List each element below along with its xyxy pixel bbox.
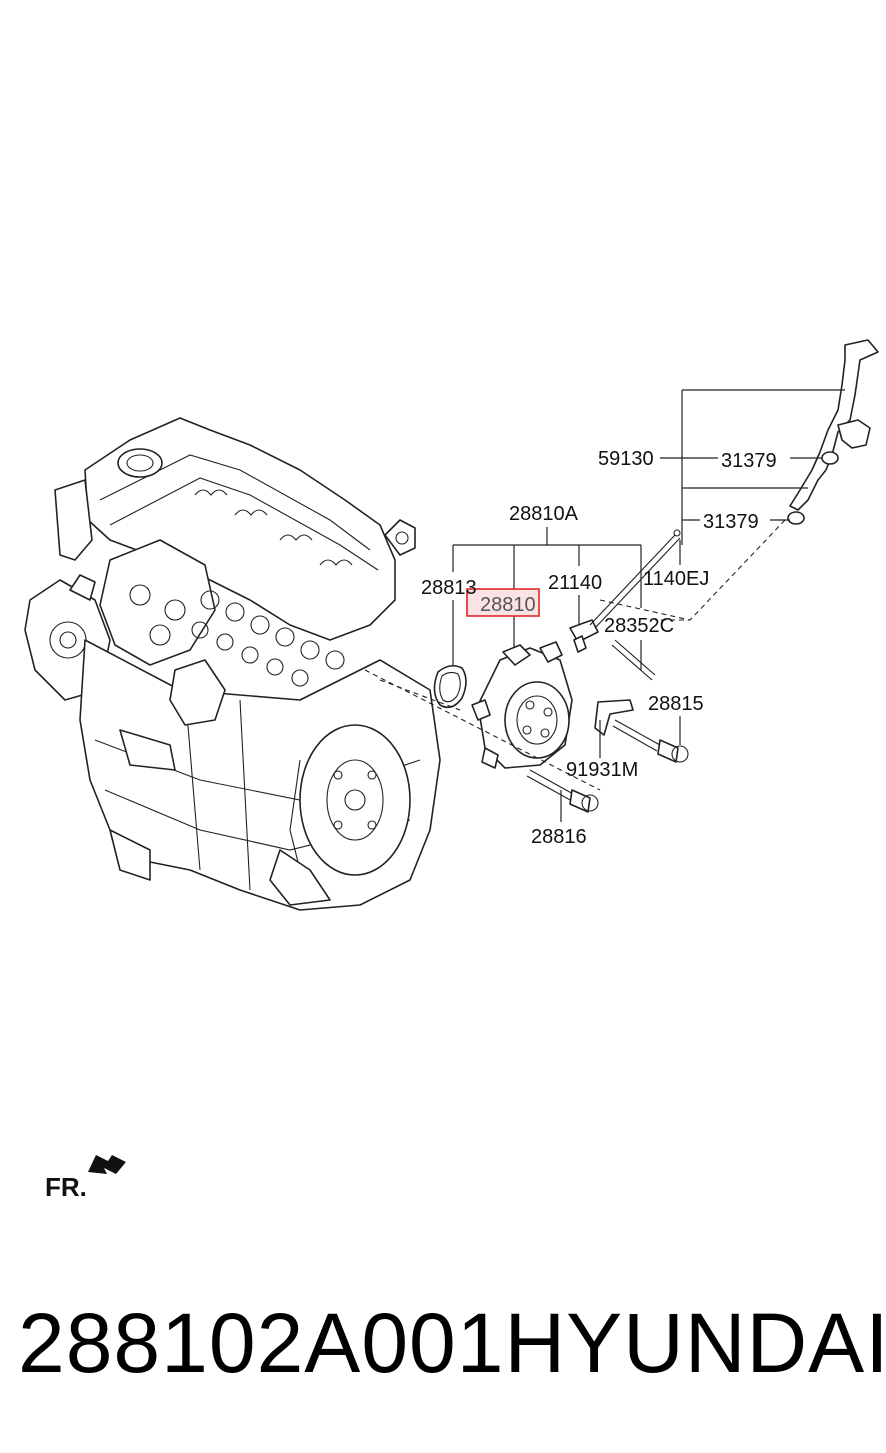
front-direction-indicator: FR. — [45, 1155, 126, 1202]
caption-bar: 288102A001 HYUNDAI — [18, 1295, 886, 1392]
callout-28810[interactable]: 28810 — [480, 594, 536, 616]
callout-28352C[interactable]: 28352C — [604, 615, 674, 637]
callout-21140[interactable]: 21140 — [548, 572, 602, 594]
highlight-box — [466, 588, 540, 617]
callout-28810A[interactable]: 28810A — [509, 503, 579, 525]
part-number: 288102A001 — [18, 1296, 505, 1390]
assembly-dash-lines — [364, 519, 786, 791]
callout-91931M[interactable]: 91931M — [566, 759, 638, 781]
callout-31379-lower[interactable]: 31379 — [703, 511, 759, 533]
brand-name: HYUNDAI — [504, 1296, 886, 1390]
front-label: FR. — [45, 1172, 87, 1202]
vacuum-pump-parts-drawing — [433, 339, 879, 813]
callout-1140EJ[interactable]: 1140EJ — [643, 568, 709, 590]
callout-28813[interactable]: 28813 — [421, 577, 477, 599]
front-arrow-icon — [88, 1155, 126, 1174]
leader-lines — [452, 389, 845, 822]
callout-59130[interactable]: 59130 — [598, 448, 654, 470]
callout-31379-upper[interactable]: 31379 — [721, 450, 777, 472]
callout-28815[interactable]: 28815 — [648, 693, 704, 715]
callout-28816[interactable]: 28816 — [531, 826, 587, 848]
engine-block-drawing — [24, 417, 441, 911]
